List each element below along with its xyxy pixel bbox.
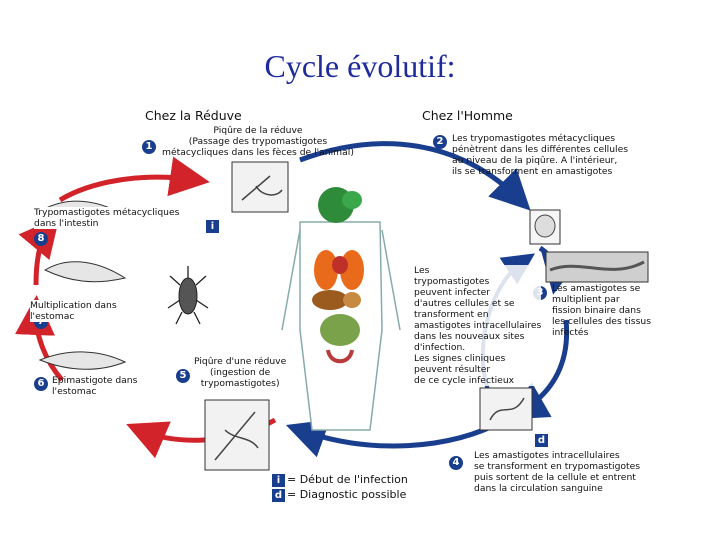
center-note-text: Les trypomastigotes peuvent infecter d'a… — [414, 265, 542, 386]
step-1-badge: 1 — [142, 140, 156, 154]
step-3-text: Les amastigotes se multiplient par fissi… — [552, 283, 651, 338]
human-body-drawing — [281, 187, 401, 431]
legend-infection-marker: i — [272, 474, 285, 487]
step-8-text: Trypomastigotes métacycliques dans l'int… — [34, 207, 180, 229]
arrow-to-step1 — [58, 156, 210, 203]
step-7-text: Multiplication dans l'estomac — [30, 300, 117, 322]
step-4-text: Les amastigotes intracellulaires se tran… — [474, 450, 641, 494]
arrow-to-step2 — [299, 141, 531, 211]
bite-image — [231, 161, 289, 213]
slide-title: Cycle évolutif: — [264, 48, 456, 84]
infection-marker: i — [206, 220, 219, 233]
header-homme: Chez l'Homme — [422, 108, 513, 123]
header-reduve: Chez la Réduve — [145, 108, 242, 123]
step-4-badge: 4 — [449, 456, 463, 470]
legend-diagnosis-text: = Diagnostic possible — [287, 488, 407, 501]
step-1-text: Piqûre de la réduve (Passage des trypoma… — [162, 125, 354, 158]
step-5-badge: 5 — [176, 369, 190, 383]
step-6-text: Epimastigote dans l'estomac — [52, 375, 138, 397]
step-2-text: Les trypomastigotes métacycliques pénètr… — [452, 133, 629, 177]
arrow-to-step8 — [18, 216, 60, 286]
legend-infection-text: = Début de l'infection — [287, 473, 408, 486]
step-2-badge: 2 — [433, 135, 447, 149]
step-5-text: Piqûre d'une réduve (ingestion de trypom… — [194, 356, 287, 389]
kissing-bug-drawing — [167, 266, 209, 325]
step-6-badge: 6 — [34, 377, 48, 391]
step-8-badge: 8 — [34, 232, 48, 246]
legend-diagnosis-marker: d — [272, 489, 285, 502]
diagnosis-marker: d — [535, 434, 548, 447]
trypomastigote-image — [479, 387, 533, 431]
